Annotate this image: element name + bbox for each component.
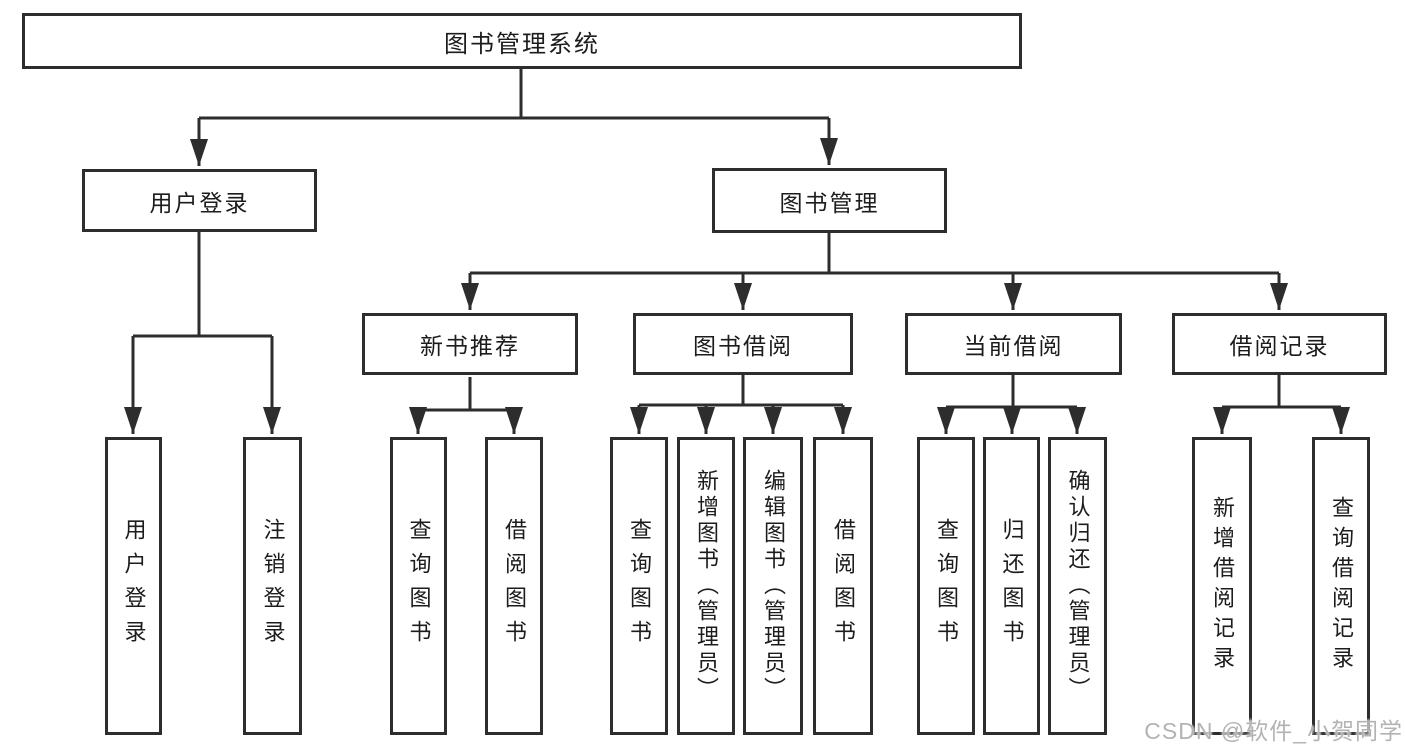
node-leaf-borrow-books-1: 借阅图书 [485, 437, 543, 735]
leaf-label: 查询图书 [627, 518, 652, 654]
leaf-label: 查询借阅记录 [1329, 496, 1354, 676]
node-leaf-edit-books-admin: 编辑图书（管理员） [743, 437, 803, 735]
leaf-label: 借阅图书 [502, 518, 527, 654]
node-leaf-confirm-return-admin: 确认归还（管理员） [1048, 437, 1107, 735]
node-leaf-query-borrow-record: 查询借阅记录 [1312, 437, 1370, 735]
leaf-label: 新增图书（管理员） [694, 469, 719, 703]
leaf-label: 注销登录 [260, 518, 286, 654]
leaf-label: 确认归还（管理员） [1065, 469, 1091, 703]
node-leaf-query-books-1: 查询图书 [390, 437, 447, 735]
node-current-borrowing: 当前借阅 [905, 313, 1122, 375]
node-leaf-user-login: 用户登录 [105, 437, 162, 735]
csdn-watermark: CSDN @软件_小贺同学 [1144, 718, 1403, 744]
node-book-management: 图书管理 [712, 168, 947, 233]
leaf-label: 归还图书 [999, 518, 1025, 654]
node-root: 图书管理系统 [22, 13, 1022, 69]
leaf-label: 借阅图书 [831, 518, 856, 654]
node-leaf-add-books-admin: 新增图书（管理员） [677, 437, 735, 735]
leaf-label: 编辑图书（管理员） [761, 469, 786, 703]
leaf-label: 查询图书 [406, 518, 432, 654]
node-leaf-add-borrow-record: 新增借阅记录 [1192, 437, 1252, 735]
node-leaf-query-books-3: 查询图书 [917, 437, 975, 735]
node-leaf-return-books: 归还图书 [983, 437, 1040, 735]
node-new-book-recommend: 新书推荐 [362, 313, 578, 375]
node-leaf-query-books-2: 查询图书 [610, 437, 668, 735]
node-leaf-borrow-books-2: 借阅图书 [813, 437, 873, 735]
node-borrowing-records: 借阅记录 [1172, 313, 1387, 375]
node-user-login: 用户登录 [82, 169, 317, 232]
node-book-borrowing: 图书借阅 [633, 313, 853, 375]
leaf-label: 新增借阅记录 [1210, 496, 1235, 676]
node-leaf-logout: 注销登录 [243, 437, 302, 735]
leaf-label: 用户登录 [121, 518, 147, 654]
leaf-label: 查询图书 [934, 518, 959, 654]
